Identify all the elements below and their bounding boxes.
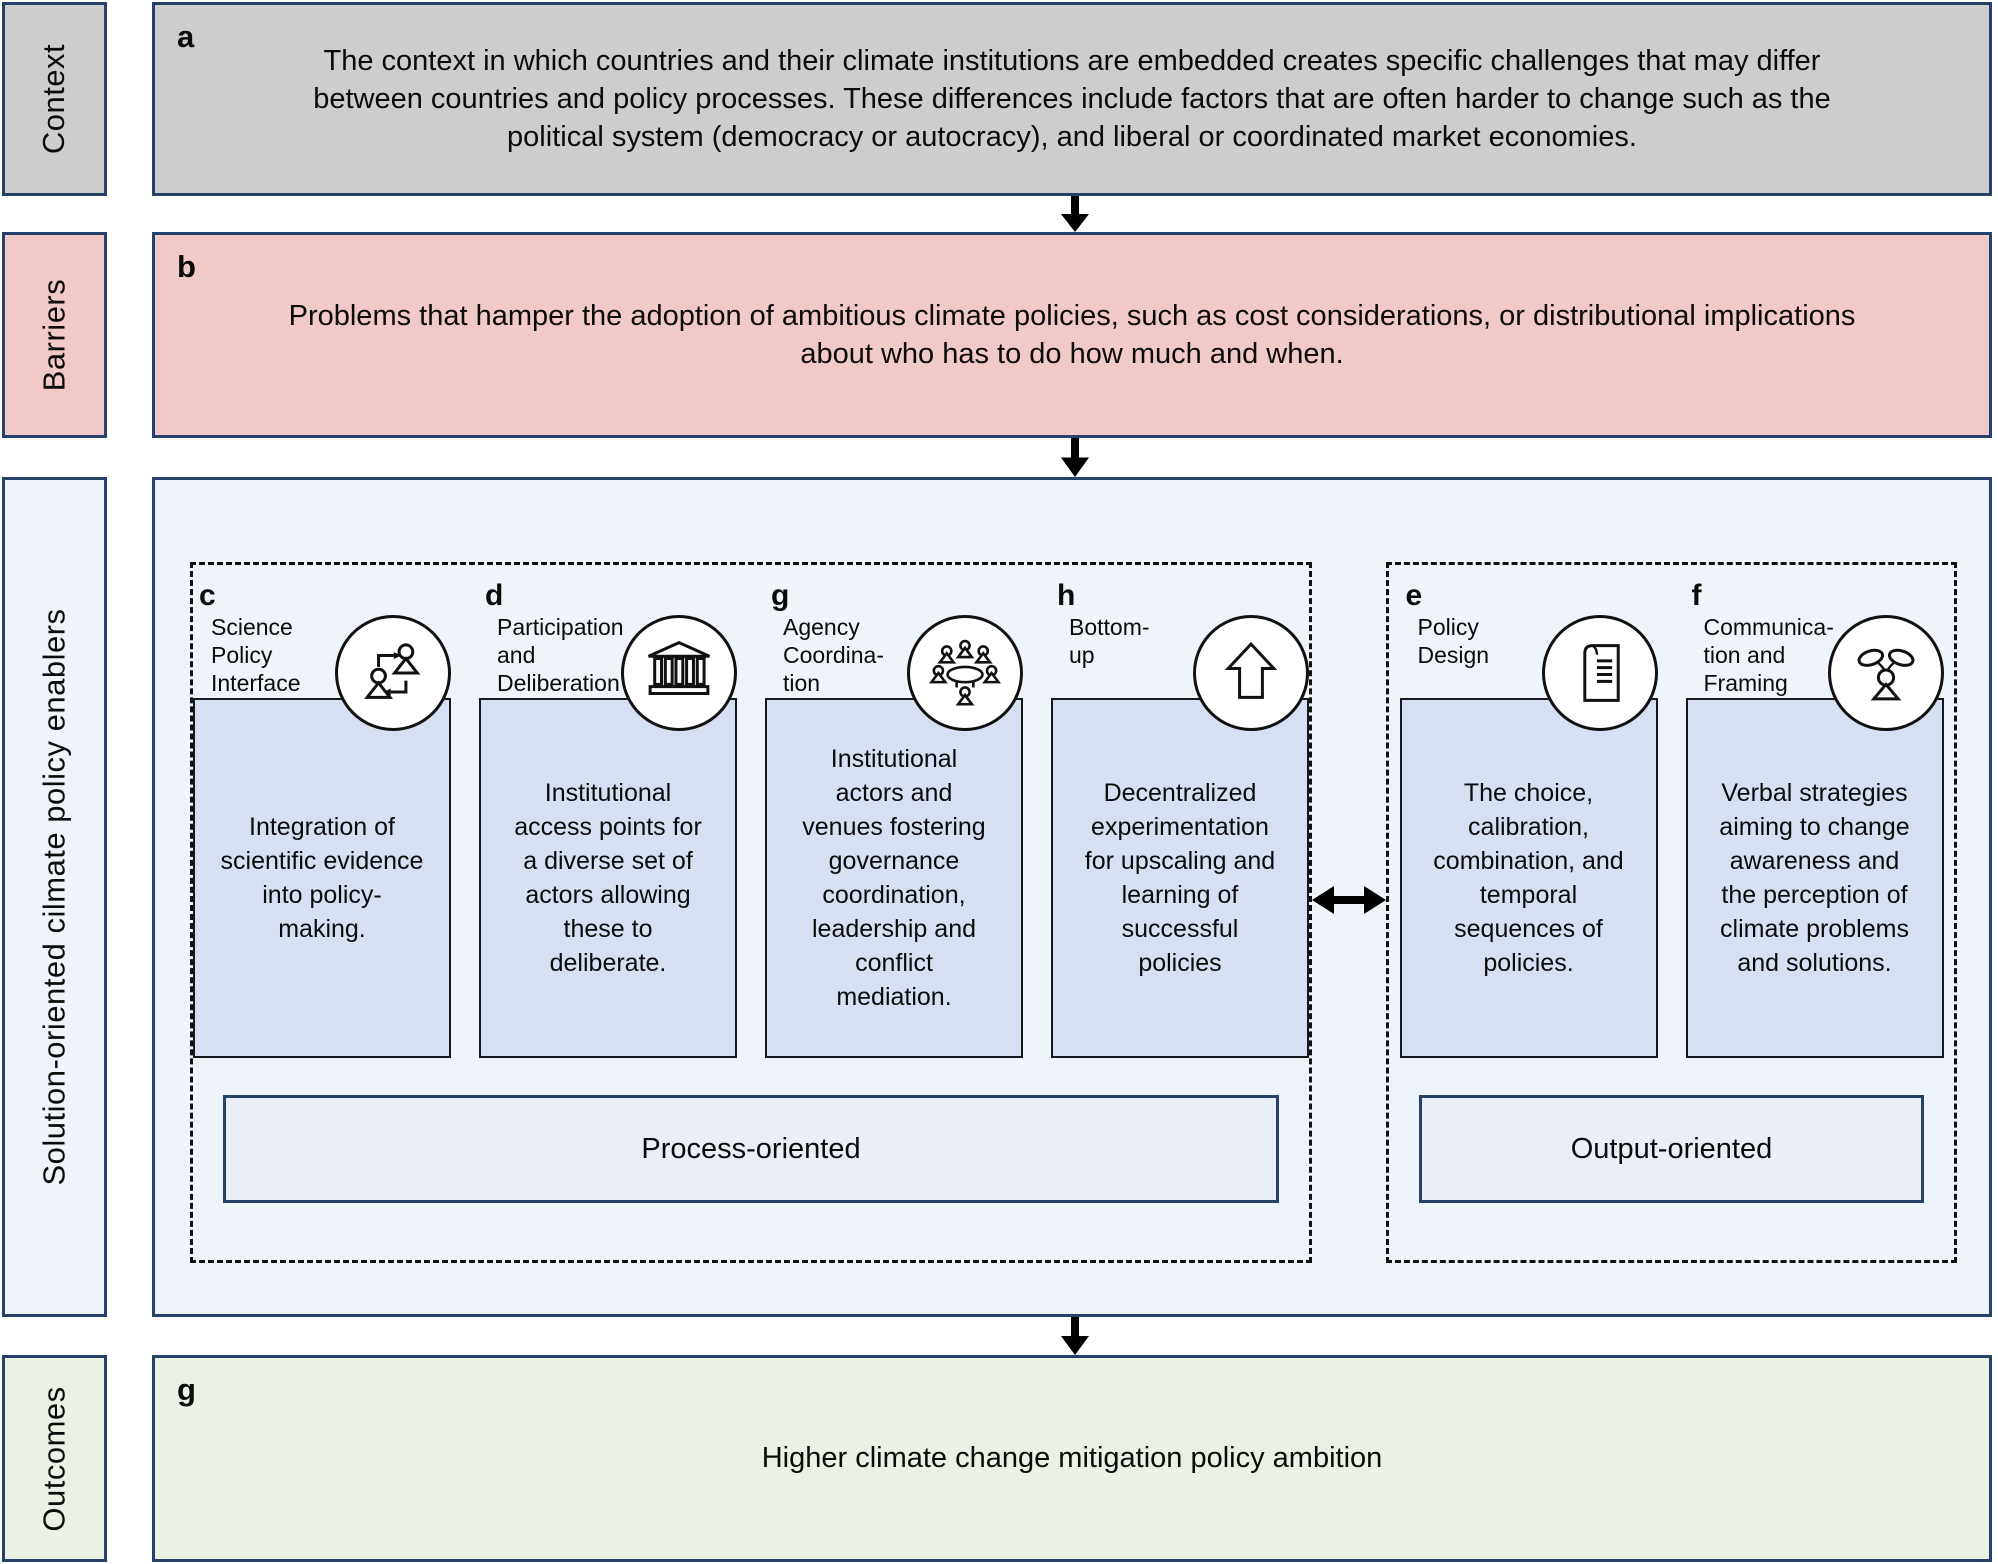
output-oriented-caption: Output-oriented (1570, 1132, 1773, 1165)
down-arrow-icon (1061, 438, 1089, 477)
process-oriented-caption-box: Process-oriented (223, 1095, 1279, 1203)
card-body: Institutional access points for a divers… (479, 698, 737, 1058)
sidebar-context-box: Context (2, 2, 107, 196)
process-cards: c Science Policy Interface (193, 579, 1309, 1058)
sidebar-barriers-label: Barriers (36, 278, 72, 392)
card-letter: h (1057, 579, 1076, 612)
icon-circle (907, 615, 1023, 731)
output-oriented-group: e Policy Design The choice, calibration,… (1386, 562, 1957, 1263)
card-label: Agency Coordina- tion (783, 614, 884, 697)
card-body: Decentralized experimentation for upscal… (1051, 698, 1309, 1058)
card-body: Verbal strategies aiming to change aware… (1685, 698, 1944, 1058)
process-oriented-group: c Science Policy Interface (190, 562, 1312, 1263)
card-body: Institutional actors and venues fosterin… (765, 698, 1023, 1058)
output-cards: e Policy Design The choice, calibration,… (1389, 579, 1954, 1058)
card-letter: e (1405, 579, 1423, 612)
double-arrow-icon (1312, 886, 1386, 914)
card-text: Institutional actors and venues fosterin… (802, 745, 986, 1011)
context-text: The context in which countries and their… (313, 44, 1831, 154)
card-text: Integration of scientific evidence into … (220, 813, 424, 943)
sidebar-context-label: Context (36, 43, 72, 155)
card-letter: d (485, 579, 504, 612)
card-head: h Bottom- up (1051, 579, 1309, 731)
arrow-up-icon (1213, 635, 1289, 711)
outcomes-text: Higher climate change mitigation policy … (761, 1442, 1383, 1475)
card-text: Decentralized experimentation for upscal… (1084, 779, 1276, 977)
outcomes-box: g Higher climate change mitigation polic… (152, 1355, 1992, 1562)
card-letter: f (1691, 579, 1702, 612)
card-head: f Communica- tion and Framing (1686, 579, 1944, 731)
card-head: g Agency Coordina- tion (765, 579, 1023, 731)
enabler-card-agency-coordination: g Agency Coordina- tion (765, 579, 1023, 1058)
card-head: c Science Policy Interface (193, 579, 451, 731)
down-arrow-icon (1061, 1317, 1089, 1355)
context-letter: a (177, 19, 195, 54)
card-letter: c (199, 579, 216, 612)
down-arrow-icon (1061, 196, 1089, 232)
barriers-letter: b (177, 249, 196, 284)
card-text: Verbal strategies aiming to change aware… (1719, 779, 1910, 977)
enabler-card-bottom-up: h Bottom- up Decentralized experimentati… (1051, 579, 1309, 1058)
sidebar-barriers-box: Barriers (2, 232, 107, 438)
round-table-meeting-icon (927, 635, 1003, 711)
card-label: Policy Design (1417, 614, 1490, 669)
card-body: Integration of scientific evidence into … (193, 698, 451, 1058)
card-text: The choice, calibration, combination, an… (1433, 779, 1624, 977)
sidebar-enablers-box: Solution-oriented cilmate policy enabler… (2, 477, 107, 1317)
context-box: a The context in which countries and the… (152, 2, 1992, 196)
sidebar-outcomes-label: Outcomes (36, 1385, 72, 1532)
icon-circle (621, 615, 737, 731)
sidebar-outcomes-box: Outcomes (2, 1355, 107, 1562)
people-exchange-icon (355, 635, 431, 711)
enabler-card-policy-design: e Policy Design The choice, calibration,… (1399, 579, 1658, 1058)
barriers-text: Problems that hamper the adoption of amb… (288, 299, 1856, 370)
output-oriented-caption-box: Output-oriented (1419, 1095, 1924, 1203)
icon-circle (1193, 615, 1309, 731)
process-oriented-caption: Process-oriented (641, 1132, 861, 1165)
outcomes-letter: g (177, 1372, 196, 1407)
card-head: d Participation and Deliberation (479, 579, 737, 731)
card-body: The choice, calibration, combination, an… (1399, 698, 1658, 1058)
enabler-card-science-policy-interface: c Science Policy Interface (193, 579, 451, 1058)
enabler-card-participation-deliberation: d Participation and Deliberation (479, 579, 737, 1058)
institution-building-icon (641, 635, 717, 711)
icon-circle (1827, 615, 1944, 731)
card-letter: g (771, 579, 790, 612)
card-text: Institutional access points for a divers… (514, 779, 702, 977)
icon-circle (1541, 615, 1658, 731)
policy-document-icon (1562, 635, 1638, 711)
card-label: Participation and Deliberation (497, 614, 624, 697)
icon-circle (335, 615, 451, 731)
person-speech-icon (1848, 635, 1924, 711)
enabler-card-communication-framing: f Communica- tion and Framing (1685, 579, 1944, 1058)
card-head: e Policy Design (1400, 579, 1658, 731)
card-label: Science Policy Interface (211, 614, 301, 697)
card-label: Communica- tion and Framing (1703, 614, 1834, 697)
sidebar-enablers-label: Solution-oriented cilmate policy enabler… (36, 608, 72, 1186)
card-label: Bottom- up (1069, 614, 1150, 669)
barriers-box: b Problems that hamper the adoption of a… (152, 232, 1992, 438)
